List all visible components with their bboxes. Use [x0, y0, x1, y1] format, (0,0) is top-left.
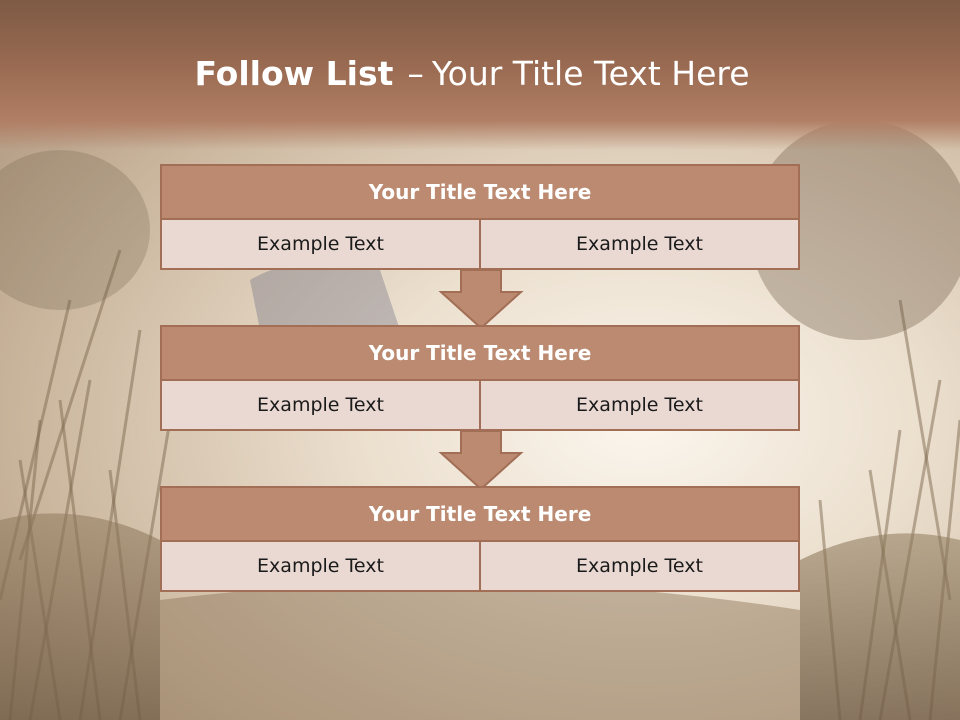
list-block: Your Title Text Here Example Text Exampl… — [160, 486, 800, 592]
title-separator: – — [407, 54, 424, 93]
page-title: Follow List–Your Title Text Here — [0, 54, 944, 93]
block-cell[interactable]: Example Text — [160, 381, 481, 431]
block-cells: Example Text Example Text — [160, 381, 800, 431]
block-title[interactable]: Your Title Text Here — [160, 164, 800, 220]
block-cell[interactable]: Example Text — [481, 220, 800, 270]
block-cell[interactable]: Example Text — [160, 542, 481, 592]
block-title[interactable]: Your Title Text Here — [160, 486, 800, 542]
block-cell[interactable]: Example Text — [481, 542, 800, 592]
block-title[interactable]: Your Title Text Here — [160, 325, 800, 381]
down-arrow-icon — [438, 270, 524, 330]
block-cells: Example Text Example Text — [160, 542, 800, 592]
down-arrow-icon — [438, 431, 524, 491]
title-rest: Your Title Text Here — [431, 54, 750, 93]
list-block: Your Title Text Here Example Text Exampl… — [160, 325, 800, 431]
block-cell[interactable]: Example Text — [481, 381, 800, 431]
header-band — [0, 0, 960, 150]
list-block: Your Title Text Here Example Text Exampl… — [160, 164, 800, 270]
block-cells: Example Text Example Text — [160, 220, 800, 270]
block-cell[interactable]: Example Text — [160, 220, 481, 270]
title-bold: Follow List — [194, 54, 394, 93]
